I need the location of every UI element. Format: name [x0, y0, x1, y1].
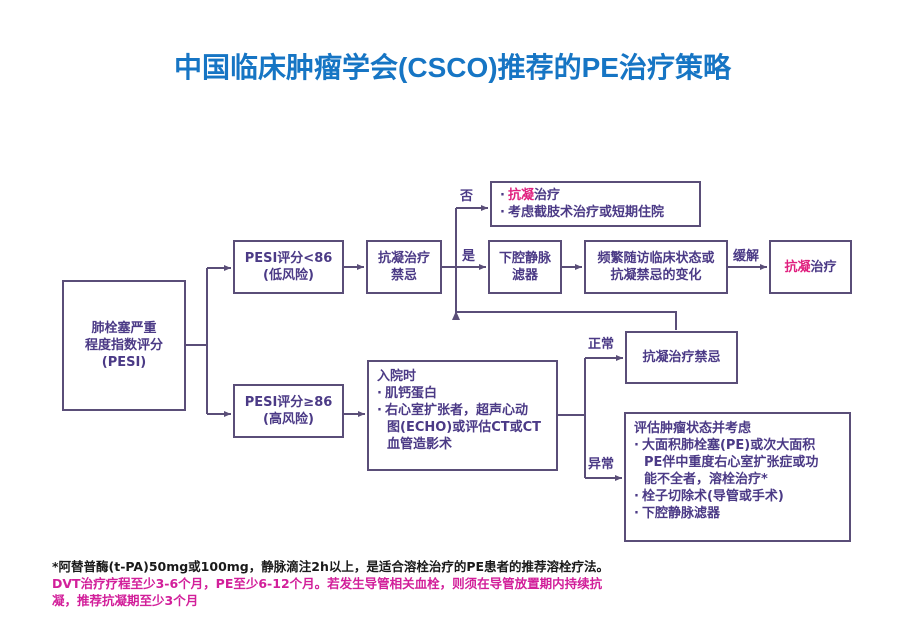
edge-label-abnormal: 异常 — [588, 457, 615, 472]
admission-item-echo-cont: 血管造影术 — [387, 437, 453, 452]
node-follow-up: 频繁随访临床状态或 抗凝禁忌的变化 — [584, 240, 728, 294]
admission-heading: 入院时 — [377, 369, 417, 384]
node-high-risk: PESI评分≥86 (高风险) — [233, 384, 344, 438]
node-low-risk-line: (低风险) — [263, 268, 314, 283]
footnote-line-duration-cont: 凝，推荐抗凝期至少3个月 — [52, 593, 199, 608]
node-high-risk-line: PESI评分≥86 — [244, 395, 333, 410]
node-ivc-line: 下腔静脉 — [498, 251, 551, 266]
node-contra-line: 禁忌 — [390, 268, 417, 283]
footnote-line-duration: DVT治疗疗程至少3-6个月，PE至少6-12个月。若发生导管相关血栓，则须在导… — [52, 576, 603, 591]
node-ivc-line: 滤器 — [511, 268, 538, 283]
abnormal-item-thrombolysis-cont: PE伴中重度右心室扩张症或功 — [644, 455, 819, 470]
highlight-text: 抗凝 — [507, 188, 534, 203]
edge-label-normal: 正常 — [588, 337, 615, 352]
no-branch-item-amputation: 考虑截肢术治疗或短期住院 — [500, 204, 664, 221]
node-contra-normal-line: 抗凝治疗禁忌 — [642, 350, 721, 365]
node-admission: 入院时 肌钙蛋白 右心室扩张者，超声心动 图(ECHO)或评估CT或CT 血管造… — [367, 360, 558, 471]
node-pesi-line: (PESI) — [101, 355, 147, 370]
edge-label-yes: 是 — [462, 249, 476, 264]
page-title: 中国临床肿瘤学会(CSCO)推荐的PE治疗策略 — [174, 52, 731, 83]
abnormal-item-ivc-filter: 下腔静脉滤器 — [634, 505, 720, 522]
node-follow-line: 频繁随访临床状态或 — [597, 251, 715, 266]
node-low-risk-line: PESI评分<86 — [244, 251, 333, 266]
abnormal-item-thrombolysis: 大面积肺栓塞(PE)或次大面积 — [634, 437, 815, 454]
node-contra-line: 抗凝治疗 — [377, 251, 430, 266]
highlight-text: 抗凝 — [784, 259, 811, 275]
edge-label-no: 否 — [460, 189, 474, 204]
footnote-line-thrombolysis: *阿替普酶(t-PA)50mg或100mg，静脉滴注2h以上，是适合溶栓治疗的P… — [52, 559, 610, 574]
node-pesi-line: 肺栓塞严重 — [91, 321, 157, 336]
no-branch-item-anticoag: 抗凝治疗 — [500, 187, 560, 204]
node-pesi: 肺栓塞严重 程度指数评分 (PESI) — [62, 280, 186, 411]
node-follow-line: 抗凝禁忌的变化 — [610, 268, 702, 283]
admission-item-echo-cont: 图(ECHO)或评估CT或CT — [387, 420, 542, 435]
abnormal-item-embolectomy: 栓子切除术(导管或手术) — [634, 488, 784, 505]
node-no-branch: 抗凝治疗 考虑截肢术治疗或短期住院 — [490, 181, 701, 227]
node-anticoag-therapy: 抗凝治疗 — [769, 240, 852, 294]
node-pesi-line: 程度指数评分 — [84, 338, 163, 353]
edge-loop-arrowhead — [452, 311, 460, 320]
node-low-risk: PESI评分<86 (低风险) — [233, 240, 344, 294]
item-text: 治疗 — [810, 259, 837, 275]
abnormal-item-thrombolysis-cont: 能不全者，溶栓治疗* — [644, 472, 768, 487]
item-text: 考虑截肢术治疗或短期住院 — [507, 205, 664, 220]
admission-item-troponin: 肌钙蛋白 — [377, 385, 437, 402]
node-final-line: 抗凝治疗 — [784, 259, 836, 276]
node-anticoag-contraindication: 抗凝治疗 禁忌 — [366, 240, 442, 294]
footnote: *阿替普酶(t-PA)50mg或100mg，静脉滴注2h以上，是适合溶栓治疗的P… — [52, 558, 752, 609]
admission-item-echo: 右心室扩张者，超声心动 — [377, 402, 528, 419]
edge-loop-back — [456, 311, 677, 330]
node-high-risk-line: (高风险) — [263, 412, 314, 427]
node-ivc-filter: 下腔静脉 滤器 — [488, 240, 562, 294]
node-abnormal: 评估肿瘤状态并考虑 大面积肺栓塞(PE)或次大面积 PE伴中重度右心室扩张症或功… — [624, 412, 851, 542]
node-contraindication-normal: 抗凝治疗禁忌 — [625, 331, 738, 384]
edge-label-relief: 缓解 — [733, 249, 760, 264]
abnormal-heading: 评估肿瘤状态并考虑 — [634, 421, 752, 436]
item-text: 治疗 — [533, 188, 560, 203]
